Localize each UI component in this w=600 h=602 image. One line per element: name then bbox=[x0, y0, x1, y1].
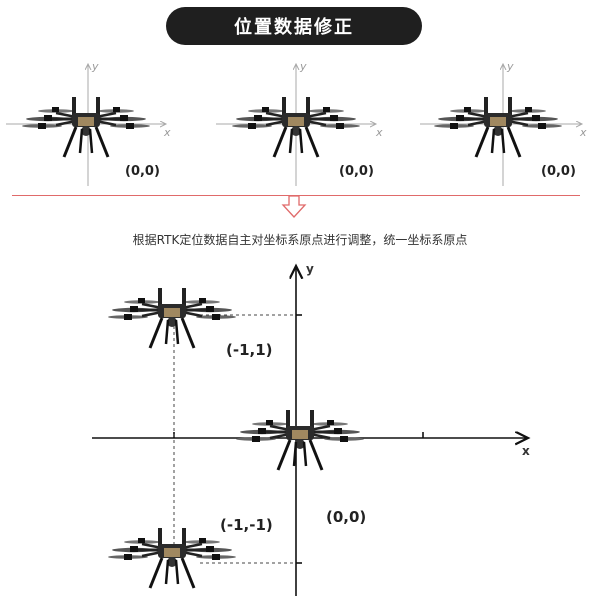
caption: 根据RTK定位数据自主对坐标系原点进行调整，统一坐标系原点 bbox=[132, 233, 468, 247]
drone-icon bbox=[20, 95, 152, 159]
dashed-guides bbox=[173, 314, 296, 564]
coord-label-upper-left: (-1,1) bbox=[226, 341, 273, 359]
down-arrow-icon bbox=[281, 195, 307, 218]
top-panel-2-x-label: x bbox=[376, 126, 383, 139]
top-panel-3-x-label: x bbox=[580, 126, 587, 139]
page-title: 位置数据修正 bbox=[234, 17, 354, 38]
top-panel-3-y-label: y bbox=[507, 60, 514, 73]
top-panel-2-y-label: y bbox=[300, 60, 307, 73]
drone-icon bbox=[106, 286, 238, 350]
drone-icon bbox=[432, 95, 564, 159]
bottom-y-label: y bbox=[306, 262, 314, 276]
drone-icon bbox=[234, 408, 366, 472]
coord-label-origin: (0,0) bbox=[326, 508, 367, 526]
bottom-x-label: x bbox=[522, 444, 530, 458]
coord-label-lower-left: (-1,-1) bbox=[220, 516, 273, 534]
top-panel-3-coord: (0,0) bbox=[541, 164, 576, 179]
top-panel-1-coord: (0,0) bbox=[125, 164, 160, 179]
title-pill: 位置数据修正 bbox=[166, 7, 422, 45]
top-panel-1-x-label: x bbox=[164, 126, 171, 139]
drone-icon bbox=[106, 526, 238, 590]
top-panel-1-y-label: y bbox=[92, 60, 99, 73]
top-panel-2-coord: (0,0) bbox=[339, 164, 374, 179]
